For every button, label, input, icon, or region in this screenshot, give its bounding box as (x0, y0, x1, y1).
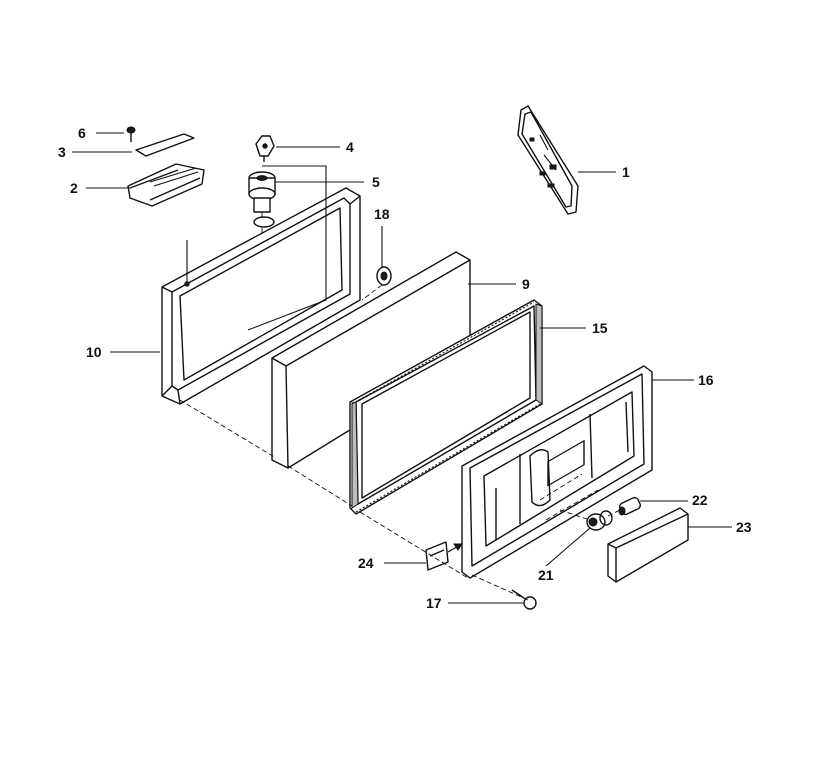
callout-10: 10 (86, 344, 102, 360)
callout-22: 22 (692, 492, 708, 508)
part-18-grommet (361, 266, 392, 301)
callout-17: 17 (426, 595, 442, 611)
alignment-lines (179, 399, 621, 601)
part-1-data-plate (517, 105, 579, 215)
part-17-screw (511, 589, 537, 610)
callout-labels: 1 2 3 4 5 6 9 10 15 16 17 18 21 22 23 24 (58, 125, 752, 611)
part-10-door-frame (161, 187, 361, 405)
callout-2: 2 (70, 180, 78, 196)
part-4-key (255, 135, 275, 162)
part-22-pin (618, 496, 641, 516)
part-24-clip (425, 541, 463, 571)
part-23-trim (607, 507, 689, 583)
part-3-insert (135, 133, 195, 157)
callout-24: 24 (358, 555, 374, 571)
callout-3: 3 (58, 144, 66, 160)
callout-5: 5 (372, 174, 380, 190)
callout-1: 1 (622, 164, 630, 180)
part-15-gasket (349, 299, 543, 515)
part-16-outer-door (461, 365, 653, 579)
callout-21: 21 (538, 567, 554, 583)
callout-18: 18 (374, 206, 390, 222)
part-21-bushing (586, 510, 613, 531)
part-2-handle (127, 163, 205, 207)
callout-9: 9 (522, 276, 530, 292)
part-6-screw (126, 126, 136, 142)
callout-23: 23 (736, 519, 752, 535)
callout-16: 16 (698, 372, 714, 388)
callout-6: 6 (78, 125, 86, 141)
callout-4: 4 (346, 139, 354, 155)
callout-15: 15 (592, 320, 608, 336)
leader-lines (72, 132, 732, 604)
